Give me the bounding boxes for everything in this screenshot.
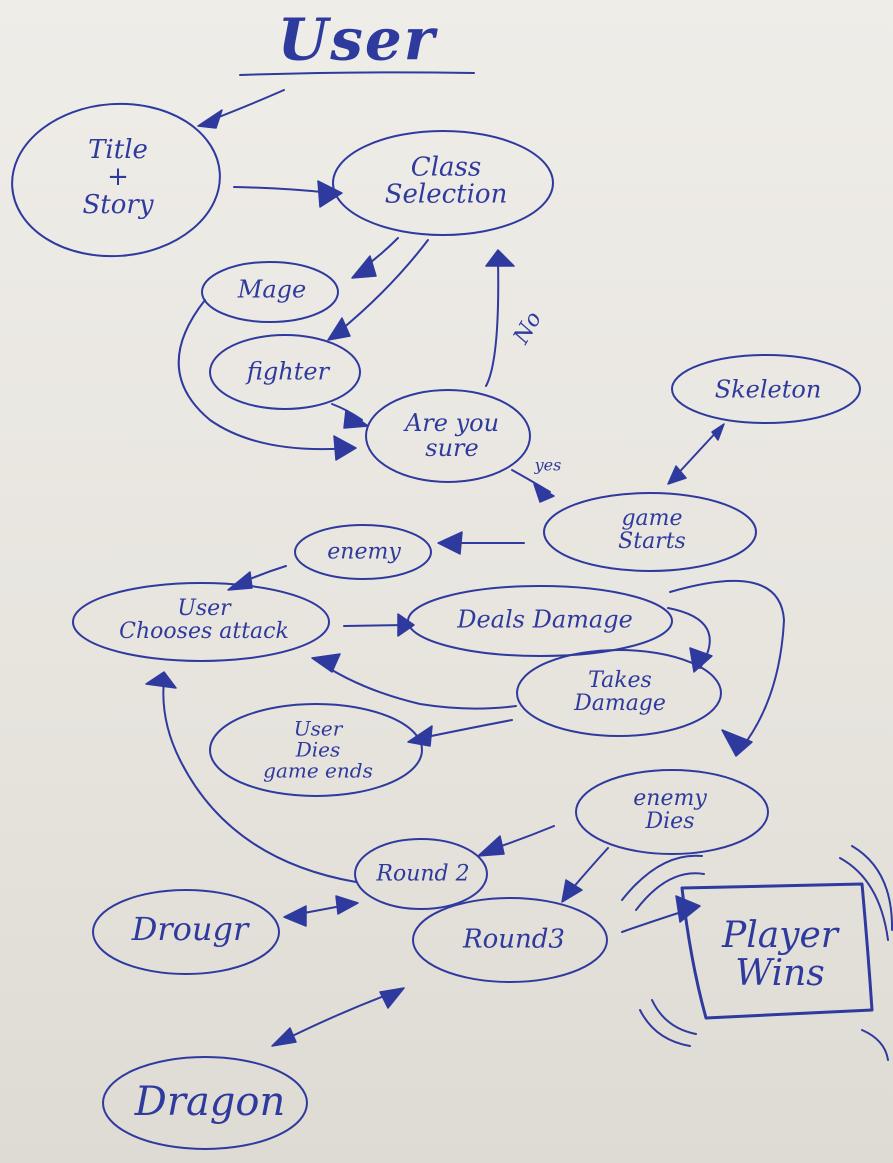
edge-sure-yes-to-game xyxy=(511,469,551,493)
node-drougr-outline xyxy=(92,889,280,975)
arrowhead xyxy=(397,613,415,637)
node-are-you-sure-outline xyxy=(365,389,531,483)
arrowhead xyxy=(407,725,433,747)
arrowhead xyxy=(667,465,687,485)
arrowhead xyxy=(327,317,351,341)
arrowhead xyxy=(675,895,701,923)
arrowhead xyxy=(311,653,341,673)
edge-mage-to-sure xyxy=(177,299,353,451)
arrowhead xyxy=(689,647,713,673)
arrowhead xyxy=(437,531,463,555)
arrowhead xyxy=(379,987,405,1009)
node-enemy-dies-outline xyxy=(575,769,769,855)
edge-takes-to-attack xyxy=(315,659,517,710)
arrowhead xyxy=(533,483,555,503)
arrowhead xyxy=(477,835,505,857)
emphasis-marks xyxy=(621,845,893,1061)
node-skeleton-outline xyxy=(671,354,861,424)
arrowhead xyxy=(335,895,359,915)
node-round3-outline xyxy=(412,897,608,983)
arrowhead xyxy=(271,1027,297,1047)
node-game-starts-outline xyxy=(543,492,757,572)
edge-class-to-fighter xyxy=(335,239,429,335)
node-class-selection-outline xyxy=(332,130,554,236)
arrowhead xyxy=(721,729,753,757)
node-title-story-outline xyxy=(11,102,221,258)
node-user-dies-outline xyxy=(209,703,423,797)
arrowhead xyxy=(227,571,253,591)
edge-deals-to-enemy-dies xyxy=(669,579,785,751)
node-player-wins-outline xyxy=(680,882,874,1020)
arrowhead xyxy=(343,409,369,429)
arrowhead xyxy=(485,249,515,267)
edge-round2-to-attack xyxy=(162,679,357,883)
node-user-chooses-attack-outline xyxy=(72,582,330,662)
arrowhead xyxy=(197,109,223,129)
arrowhead xyxy=(351,255,377,279)
arrowhead xyxy=(711,423,725,441)
edge-dragon-to-round3 xyxy=(275,989,401,1045)
arrowhead xyxy=(145,671,177,689)
arrowhead xyxy=(333,435,357,461)
edge-sure-no-to-class xyxy=(485,259,500,387)
node-mage-outline xyxy=(201,261,339,323)
node-enemy-outline xyxy=(294,524,432,580)
node-takes-damage-outline xyxy=(516,649,722,737)
arrowhead xyxy=(561,879,583,903)
node-round2-outline xyxy=(354,838,488,910)
node-fighter-outline xyxy=(209,334,361,410)
node-deals-damage-outline xyxy=(407,585,673,657)
arrowhead xyxy=(283,905,307,927)
arrowhead xyxy=(317,180,343,208)
node-dragon-outline xyxy=(102,1056,308,1150)
title-underline xyxy=(239,71,475,76)
edge-title-to-class xyxy=(233,186,333,194)
